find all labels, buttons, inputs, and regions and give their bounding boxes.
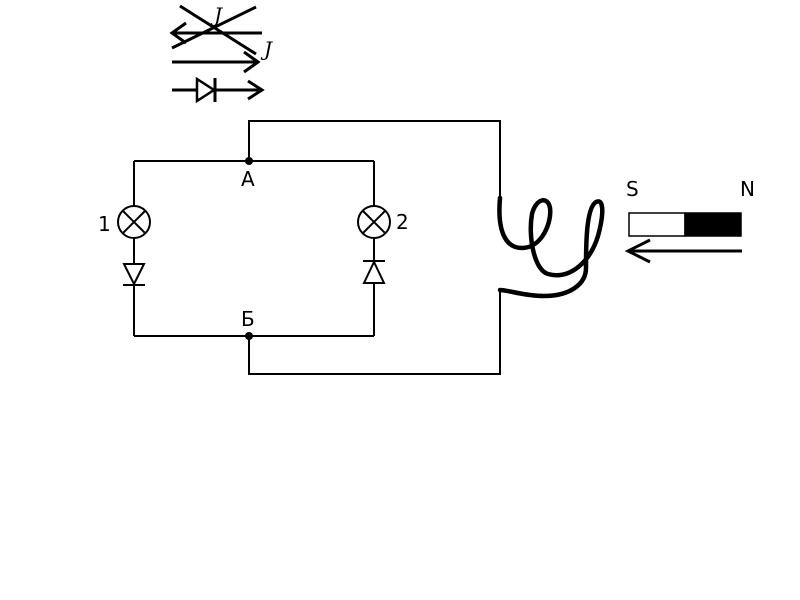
legend-cross-line-1	[179, 4, 257, 56]
magnet-pole-n-label: N	[740, 177, 755, 201]
node-b-label: Б	[241, 307, 255, 331]
diode-1	[122, 263, 146, 287]
magnet-n-half	[684, 212, 742, 237]
legend-current-label-crossed: J	[210, 3, 223, 27]
lamp-1	[117, 205, 151, 239]
legend-current-label: J	[260, 37, 273, 61]
legend-diode-triangle	[195, 76, 217, 104]
coil-icon	[497, 195, 605, 299]
legend-blocked-current: J	[169, 3, 262, 56]
node-a-label: А	[241, 167, 255, 191]
bar-magnet: S N	[626, 177, 755, 237]
lamp-2-label: 2	[396, 210, 409, 234]
lamp-2-cross-b	[362, 210, 386, 234]
circuit-wires	[133, 120, 501, 375]
magnet-s-half	[628, 212, 686, 237]
diode-2	[362, 259, 386, 284]
diode-1-triangle	[122, 263, 146, 287]
magnet-motion-arrow-icon	[624, 238, 742, 264]
legend-right-arrow-head	[243, 50, 261, 74]
lamp-1-label: 1	[98, 212, 111, 236]
node-b-dot	[245, 332, 253, 340]
legend-allowed-current: J	[172, 37, 273, 74]
legend-diode-arrow-head	[247, 79, 265, 101]
legend-diode-direction	[172, 76, 265, 104]
magnet-pole-s-label: S	[626, 177, 639, 201]
lamp-2	[357, 205, 391, 239]
legend-cross-line-2	[171, 5, 257, 50]
wire-a-to-coil	[248, 120, 501, 198]
wire-b-to-coil	[248, 290, 501, 375]
legend-left-arrow-head	[169, 21, 187, 45]
lamp-1-cross-b	[122, 210, 146, 234]
diode-2-triangle	[362, 259, 386, 284]
node-a-dot	[245, 157, 253, 165]
magnet-arrow-head	[624, 238, 651, 264]
legend: J J	[169, 3, 273, 104]
